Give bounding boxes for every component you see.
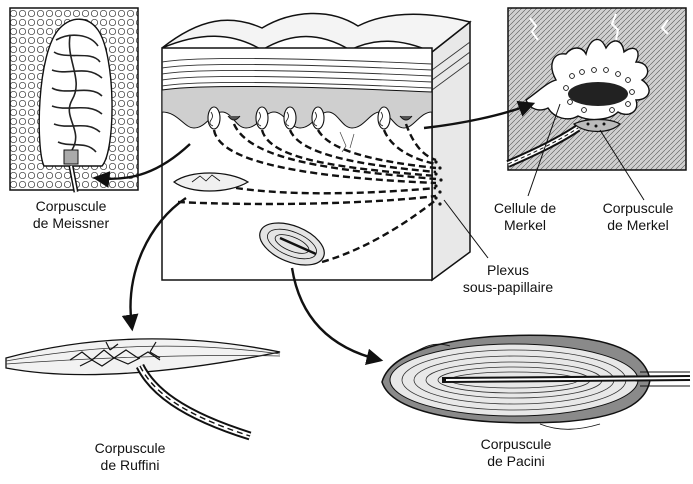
label-meissner-line1: Corpuscule [6,198,136,215]
label-merkel-corpuscle-line1: Corpuscule [586,200,690,217]
label-merkel-cell-line1: Cellule de [470,200,580,217]
pacini-corpuscle [382,335,690,429]
label-pacini-line1: Corpuscule [456,436,576,453]
label-meissner-line2: de Meissner [6,215,136,232]
label-merkel-corpuscle-line2: de Merkel [586,217,690,234]
label-pacini-line2: de Pacini [456,453,576,470]
label-ruffini-line1: Corpuscule [70,440,190,457]
label-merkel-cell: Cellule de Merkel [470,200,580,234]
merkel-inset [508,8,686,170]
label-pacini: Corpuscule de Pacini [456,436,576,470]
label-merkel-corpuscle: Corpuscule de Merkel [586,200,690,234]
label-ruffini: Corpuscule de Ruffini [70,440,190,474]
meissner-inset [10,8,138,192]
label-plexus: Plexus sous-papillaire [448,262,568,296]
label-meissner: Corpuscule de Meissner [6,198,136,232]
arrow-to-pacini [292,268,380,360]
label-plexus-line2: sous-papillaire [448,279,568,296]
label-plexus-line1: Plexus [448,262,568,279]
skin-block [162,13,470,280]
ruffini-corpuscle [6,339,280,436]
label-ruffini-line2: de Ruffini [70,457,190,474]
label-merkel-cell-line2: Merkel [470,217,580,234]
